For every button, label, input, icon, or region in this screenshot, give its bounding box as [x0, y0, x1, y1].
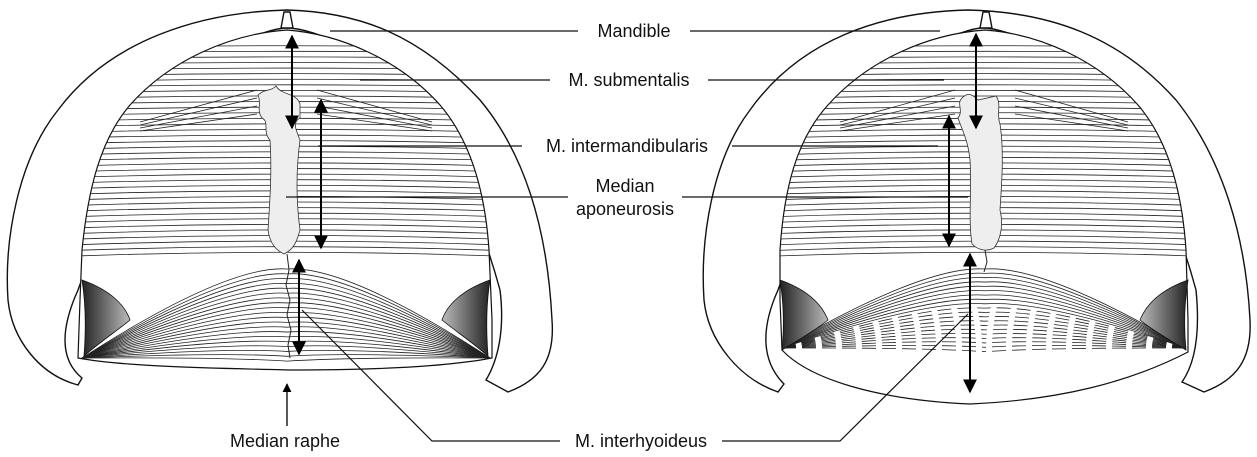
label-interhyoideus: M. interhyoideus — [575, 431, 707, 451]
label-aponeurosis-line2: aponeurosis — [576, 199, 674, 219]
label-intermandibularis: M. intermandibularis — [546, 136, 708, 156]
label-submentalis: M. submentalis — [568, 70, 689, 90]
label-aponeurosis-line1: Median — [595, 176, 654, 196]
left-specimen — [7, 10, 552, 392]
right-specimen — [703, 10, 1250, 404]
label-median-raphe: Median raphe — [230, 431, 340, 451]
label-mandible: Mandible — [597, 21, 670, 41]
